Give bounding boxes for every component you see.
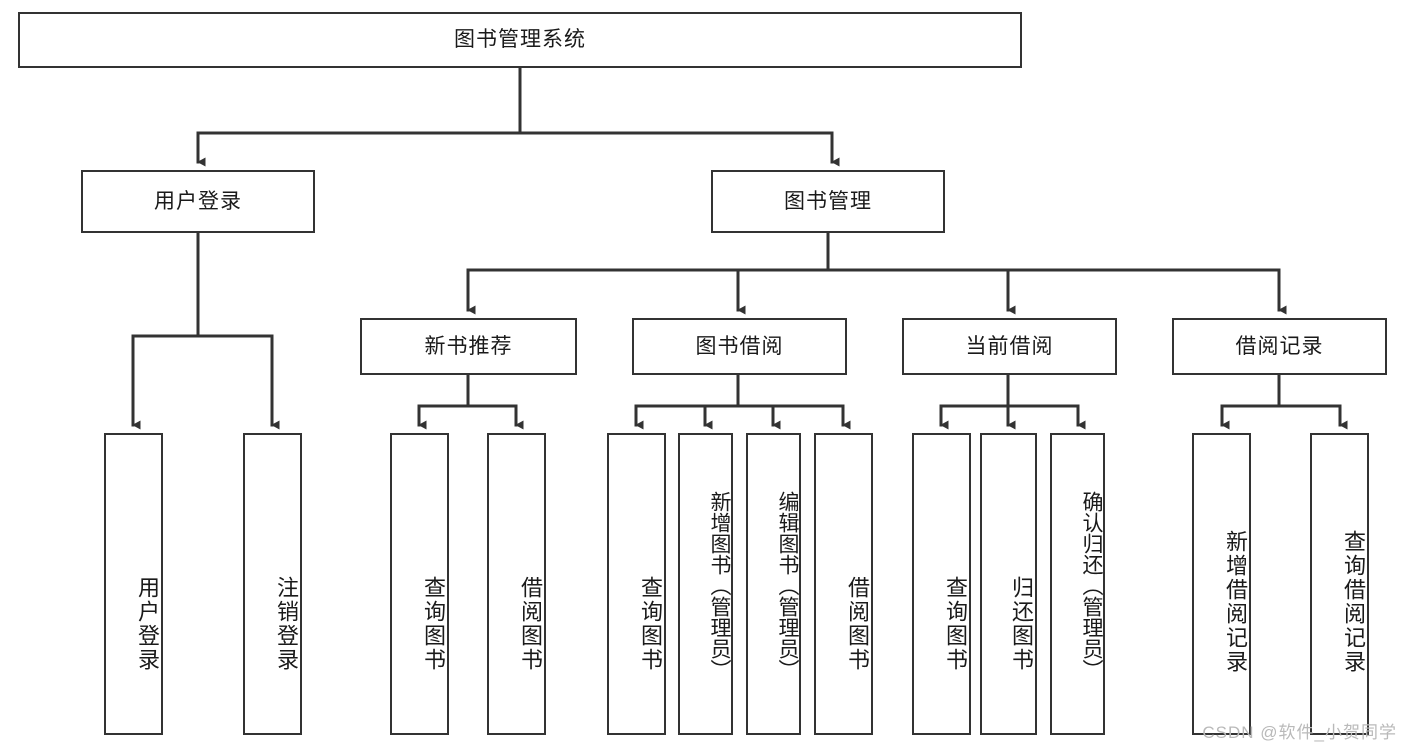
leaf-borrow-book-1-label: 借阅图书 xyxy=(518,576,543,672)
leaf-borrow-book-1[interactable]: 借阅图书 xyxy=(487,433,546,735)
node-root[interactable]: 图书管理系统 xyxy=(18,12,1022,68)
edge-currentborrow-to-leaves xyxy=(939,373,1086,430)
node-root-label: 图书管理系统 xyxy=(454,28,586,52)
leaf-query-book-2-label: 查询图书 xyxy=(638,576,663,672)
edge-userlogin-to-leaves xyxy=(131,231,280,430)
leaf-add-record-label: 新增借阅记录 xyxy=(1223,530,1248,674)
leaf-return-book[interactable]: 归还图书 xyxy=(980,433,1037,735)
leaf-user-login[interactable]: 用户登录 xyxy=(104,433,163,735)
leaf-query-book-2[interactable]: 查询图书 xyxy=(607,433,666,735)
leaf-user-login-label: 用户登录 xyxy=(135,576,160,672)
leaf-confirm-return-label: 确认归还（管理员） xyxy=(1080,490,1103,680)
leaf-logout-label: 注销登录 xyxy=(274,576,299,672)
node-book-borrow[interactable]: 图书借阅 xyxy=(632,318,847,375)
node-new-book-recommend-label: 新书推荐 xyxy=(424,334,513,358)
leaf-query-book-3[interactable]: 查询图书 xyxy=(912,433,971,735)
node-book-manage-label: 图书管理 xyxy=(784,189,872,213)
node-borrow-record[interactable]: 借阅记录 xyxy=(1172,318,1387,375)
leaf-query-book-3-label: 查询图书 xyxy=(943,576,968,672)
edge-root-to-level2 xyxy=(196,66,840,167)
node-current-borrow-label: 当前借阅 xyxy=(965,334,1054,358)
leaf-edit-book-label: 编辑图书（管理员） xyxy=(776,490,799,680)
leaf-borrow-book-2-label: 借阅图书 xyxy=(845,576,870,672)
edge-bookborrow-to-leaves xyxy=(634,373,851,430)
watermark: CSDN @软件_小贺同学 xyxy=(1202,723,1397,742)
leaf-query-record-label: 查询借阅记录 xyxy=(1341,530,1366,674)
node-user-login-label: 用户登录 xyxy=(154,189,242,213)
leaf-add-book-label: 新增图书（管理员） xyxy=(708,490,731,680)
node-book-manage[interactable]: 图书管理 xyxy=(711,170,945,233)
node-book-borrow-label: 图书借阅 xyxy=(695,334,784,358)
leaf-borrow-book-2[interactable]: 借阅图书 xyxy=(814,433,873,735)
node-user-login[interactable]: 用户登录 xyxy=(81,170,315,233)
node-current-borrow[interactable]: 当前借阅 xyxy=(902,318,1117,375)
leaf-edit-book[interactable]: 编辑图书（管理员） xyxy=(746,433,801,735)
leaf-add-record[interactable]: 新增借阅记录 xyxy=(1192,433,1251,735)
leaf-add-book[interactable]: 新增图书（管理员） xyxy=(678,433,733,735)
leaf-confirm-return[interactable]: 确认归还（管理员） xyxy=(1050,433,1105,735)
edge-borrowrecord-to-leaves xyxy=(1220,373,1348,430)
leaf-query-record[interactable]: 查询借阅记录 xyxy=(1310,433,1369,735)
edge-newbook-to-leaves xyxy=(417,373,524,430)
node-new-book-recommend[interactable]: 新书推荐 xyxy=(360,318,577,375)
node-borrow-record-label: 借阅记录 xyxy=(1235,334,1324,358)
leaf-query-book-1-label: 查询图书 xyxy=(421,576,446,672)
leaf-query-book-1[interactable]: 查询图书 xyxy=(390,433,449,735)
leaf-logout[interactable]: 注销登录 xyxy=(243,433,302,735)
leaf-return-book-label: 归还图书 xyxy=(1009,576,1034,672)
edge-bookmanage-to-level3 xyxy=(466,231,1287,315)
